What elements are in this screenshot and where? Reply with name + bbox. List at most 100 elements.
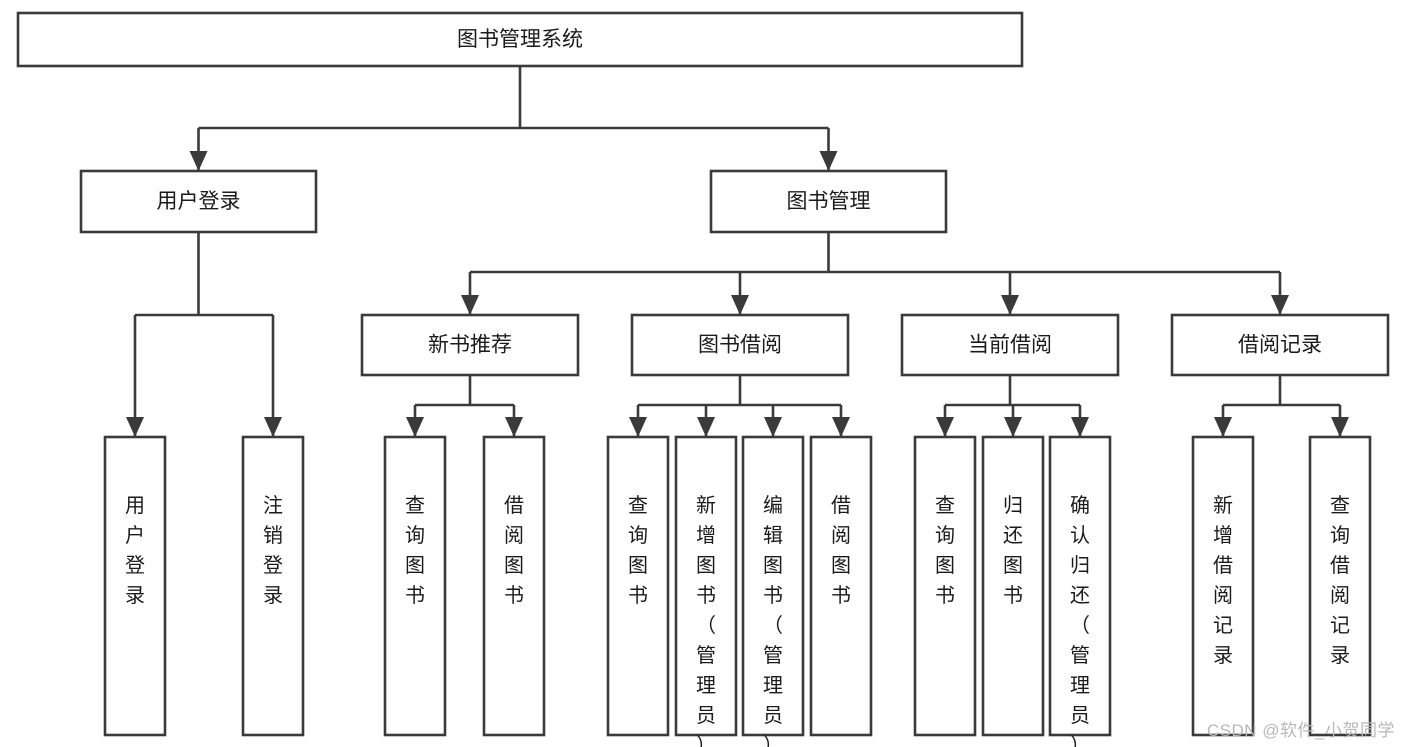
node-label-char: 归 bbox=[1003, 494, 1023, 517]
arrow-head-icon bbox=[731, 295, 749, 315]
node-label-char: 登 bbox=[125, 554, 145, 577]
arrow-head-icon bbox=[629, 417, 647, 437]
arrow-head-icon bbox=[764, 417, 782, 437]
node-label-char: 图 bbox=[831, 555, 851, 577]
node-label-char: 管 bbox=[1070, 644, 1090, 667]
arrow-head-icon bbox=[126, 417, 144, 437]
node-box-user-login bbox=[79, 169, 318, 234]
node-label-char: 记 bbox=[1330, 614, 1350, 637]
node-new-book-recommend[interactable]: 新书推荐 bbox=[360, 313, 580, 377]
node-label-char: ） bbox=[763, 734, 783, 747]
node-label-char: 书 bbox=[696, 584, 716, 607]
node-label-char: 录 bbox=[1213, 645, 1233, 667]
node-label-char: 书 bbox=[405, 584, 425, 607]
node-label-char: 认 bbox=[1070, 524, 1090, 547]
node-label-char: 用 bbox=[125, 495, 145, 517]
node-label-char: 书 bbox=[763, 584, 783, 607]
node-label-current-borrow: 当前借阅 bbox=[968, 334, 1052, 357]
arrow-head-icon bbox=[264, 417, 282, 437]
node-label-char: 阅 bbox=[831, 524, 851, 547]
node-label-char: 图 bbox=[504, 555, 524, 577]
node-box-leaf-edit-book bbox=[741, 435, 805, 737]
node-label-char: 查 bbox=[628, 494, 648, 517]
node-label-char: 阅 bbox=[1213, 584, 1233, 607]
arrow-head-icon bbox=[697, 417, 715, 437]
node-box-leaf-confirm-return bbox=[1048, 435, 1112, 737]
node-box-new-book-recommend bbox=[360, 313, 580, 377]
arrow-head-icon bbox=[936, 417, 954, 437]
node-label-char: 图 bbox=[628, 555, 648, 577]
node-box-current-borrow bbox=[900, 313, 1120, 377]
node-label-char: 图 bbox=[1003, 555, 1023, 577]
arrow-head-icon bbox=[1004, 417, 1022, 437]
node-root[interactable]: 图书管理系统 bbox=[16, 11, 1024, 68]
node-box-leaf-query-borrow-record bbox=[1308, 435, 1372, 737]
node-label-char: 书 bbox=[935, 584, 955, 607]
node-label-char: 新 bbox=[1213, 494, 1233, 517]
arrow-head-icon bbox=[461, 295, 479, 315]
node-label-char: 员 bbox=[1070, 705, 1090, 727]
connector-layer bbox=[126, 66, 1349, 437]
node-leaf-user-login[interactable]: 用户登录 bbox=[103, 435, 167, 737]
node-label-char: 书 bbox=[831, 584, 851, 607]
node-label-char: 管 bbox=[763, 644, 783, 667]
arrow-head-icon bbox=[1071, 417, 1089, 437]
node-label-char: 还 bbox=[1003, 524, 1023, 547]
node-label-book-borrow: 图书借阅 bbox=[698, 334, 782, 357]
node-label-char: 借 bbox=[831, 494, 851, 517]
node-label-char: ） bbox=[696, 734, 716, 747]
node-layer: 图书管理系统用户登录图书管理新书推荐图书借阅当前借阅借阅记录用户登录注销登录查询… bbox=[16, 11, 1390, 747]
node-label-char: 图 bbox=[696, 555, 716, 577]
node-book-borrow[interactable]: 图书借阅 bbox=[630, 313, 850, 377]
node-label-char: 注 bbox=[263, 494, 283, 517]
node-user-login[interactable]: 用户登录 bbox=[79, 169, 318, 234]
node-borrow-record[interactable]: 借阅记录 bbox=[1170, 313, 1390, 377]
node-label-char: 销 bbox=[263, 524, 283, 547]
node-label-char: 编 bbox=[763, 494, 783, 517]
node-label-char: 户 bbox=[125, 524, 145, 547]
node-label-char: 图 bbox=[763, 555, 783, 577]
node-label-char: 询 bbox=[628, 524, 648, 547]
watermark-text: CSDN @软件_小贺同学 bbox=[1206, 721, 1395, 740]
node-box-leaf-borrow-book-1 bbox=[482, 435, 546, 737]
node-label-char: 书 bbox=[628, 584, 648, 607]
node-label-char: 理 bbox=[1070, 675, 1090, 697]
arrow-head-icon bbox=[505, 417, 523, 437]
node-label-char: 询 bbox=[1330, 524, 1350, 547]
node-label-char: 阅 bbox=[1330, 584, 1350, 607]
node-label-char: 增 bbox=[696, 524, 716, 547]
node-label-char: 理 bbox=[763, 675, 783, 697]
node-label-char: 新 bbox=[696, 494, 716, 517]
node-label-char: 借 bbox=[1330, 554, 1350, 577]
arrow-head-icon bbox=[1331, 417, 1349, 437]
node-box-leaf-query-book-2 bbox=[606, 435, 670, 737]
node-label-char: 书 bbox=[1003, 584, 1023, 607]
node-box-leaf-add-borrow-record bbox=[1191, 435, 1255, 737]
node-label-book-management: 图书管理 bbox=[787, 190, 871, 213]
node-label-char: 归 bbox=[1070, 554, 1090, 577]
arrow-head-icon bbox=[189, 151, 208, 171]
node-label-char: 员 bbox=[696, 705, 716, 727]
node-box-leaf-return-book bbox=[981, 435, 1045, 737]
node-label-new-book-recommend: 新书推荐 bbox=[428, 334, 512, 357]
node-label-char: 询 bbox=[405, 524, 425, 547]
node-label-char: 增 bbox=[1213, 524, 1233, 547]
node-book-management[interactable]: 图书管理 bbox=[709, 169, 948, 234]
node-label-char: 阅 bbox=[504, 524, 524, 547]
node-current-borrow[interactable]: 当前借阅 bbox=[900, 313, 1120, 377]
node-label-char: 理 bbox=[696, 675, 716, 697]
node-label-char: （ bbox=[1070, 614, 1090, 637]
